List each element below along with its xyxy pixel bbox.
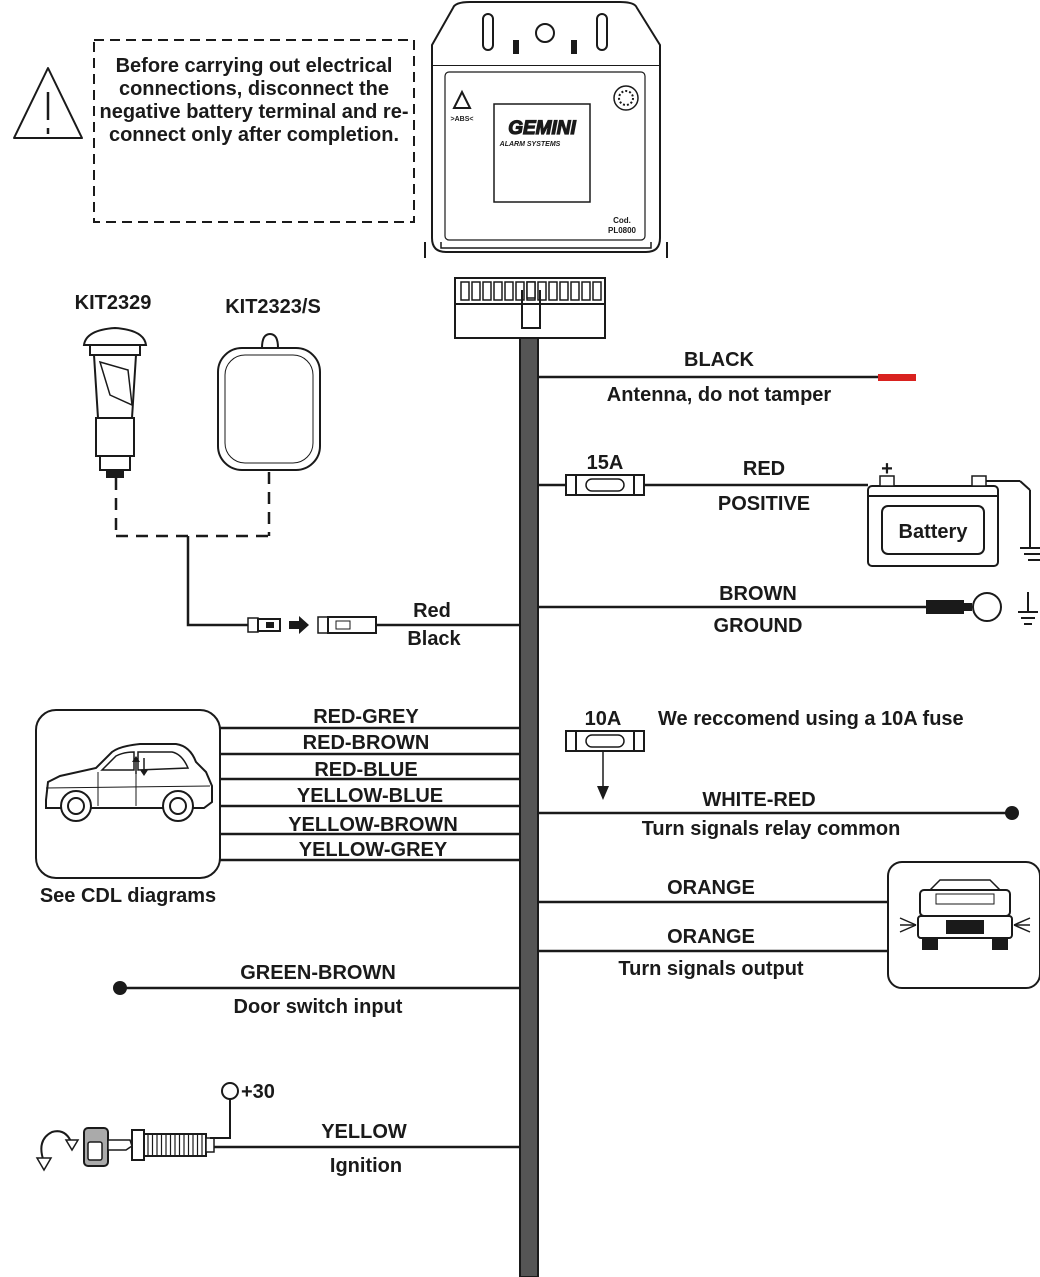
fuse-10a-label: 10A [585, 708, 622, 730]
cdl-wire-label: YELLOW-BROWN [288, 814, 458, 836]
module-subtitle: ALARM SYSTEMS [499, 141, 561, 148]
connector-pin [559, 281, 569, 301]
ignition-color: YELLOW [321, 1121, 407, 1143]
battery-plus: + [881, 458, 893, 480]
connector-pin [504, 281, 514, 301]
connector-pin [515, 281, 525, 301]
sensor-wire-black: Black [407, 628, 461, 650]
antenna-color: BLACK [684, 349, 755, 371]
recycle-icon: >ABS< [451, 89, 474, 123]
turn-common-color: WHITE-RED [702, 789, 815, 811]
ground-color: BROWN [719, 583, 797, 605]
cdl-wire-label: YELLOW-GREY [299, 839, 448, 861]
cdl-wire-label: RED-BROWN [303, 732, 430, 754]
warning-text: Before carrying out electrical connectio… [99, 55, 409, 146]
ignition-supply-wire [210, 1098, 231, 1139]
turn-common-desc: Turn signals relay common [642, 818, 901, 840]
sensor-connector-icon [247, 616, 377, 634]
connector-pin [537, 281, 547, 301]
kit2-label: KIT2323/S [225, 296, 321, 318]
turn-output-color-2: ORANGE [667, 926, 755, 948]
ignition-switch-icon [35, 1127, 215, 1172]
cdl-wire-label: RED-BLUE [314, 759, 417, 781]
door-desc: Door switch input [234, 996, 403, 1018]
seal-icon [613, 85, 639, 111]
connector-pin [592, 281, 602, 301]
antenna-desc: Antenna, do not tamper [607, 384, 832, 406]
positive-color: RED [743, 458, 785, 480]
module-code: PL0800 [608, 226, 637, 235]
door-color: GREEN-BROWN [240, 962, 396, 984]
module-brand: GEMINI [508, 118, 576, 139]
antenna-tip [878, 374, 916, 381]
supply-label: +30 [241, 1081, 275, 1103]
battery-label: Battery [899, 521, 969, 543]
sensor-wire [186, 536, 248, 627]
sensor-wire-red: Red [413, 600, 451, 622]
control-module: >ABS< GEMINI ALARM SYSTEMS Cod. PL0800 [424, 1, 668, 258]
fuse-note: We reccomend using a 10A fuse [658, 708, 964, 730]
turn-common-terminal [1005, 806, 1019, 820]
fuse-15a-icon [565, 474, 645, 496]
cdl-wire-label: YELLOW-BLUE [297, 785, 443, 807]
ground-symbol-icon [1018, 592, 1038, 625]
main-harness-trunk [519, 337, 539, 1277]
harness-connector [454, 277, 606, 339]
kit2329-sensor-icon [82, 326, 148, 478]
turn-output-color-1: ORANGE [667, 877, 755, 899]
cdl-wires [220, 726, 520, 862]
turn-output-desc: Turn signals output [618, 958, 804, 980]
battery-icon [867, 475, 1031, 567]
car-front-signals-icon [887, 861, 1040, 989]
svg-text:>ABS<: >ABS< [451, 116, 474, 123]
connector-pin [570, 281, 580, 301]
positive-desc: POSITIVE [718, 493, 810, 515]
connector-pin [471, 281, 481, 301]
sensor-dashed-wires [114, 472, 271, 538]
kit1-label: KIT2329 [75, 292, 152, 314]
ground-desc: GROUND [714, 615, 803, 637]
ring-terminal-icon [926, 592, 1002, 622]
connector-pin [581, 281, 591, 301]
battery-ground-icon [1020, 547, 1040, 561]
door-switch-terminal [113, 981, 127, 995]
warning-triangle-icon [13, 67, 83, 139]
cdl-caption: See CDL diagrams [40, 885, 216, 907]
module-label-panel [493, 103, 591, 203]
fuse-10a-icon [565, 730, 645, 800]
connector-pin [482, 281, 492, 301]
connector-pin [460, 281, 470, 301]
connector-pin [493, 281, 503, 301]
fuse-15a-label: 15A [587, 452, 624, 474]
cdl-wire-label: RED-GREY [313, 706, 419, 728]
car-side-icon [35, 709, 221, 879]
ignition-desc: Ignition [330, 1155, 402, 1177]
connector-pin [548, 281, 558, 301]
supply-terminal [221, 1082, 239, 1100]
warning-box [93, 39, 415, 223]
kit2323s-sensor-icon [217, 332, 321, 471]
module-code-label: Cod. [613, 216, 631, 225]
